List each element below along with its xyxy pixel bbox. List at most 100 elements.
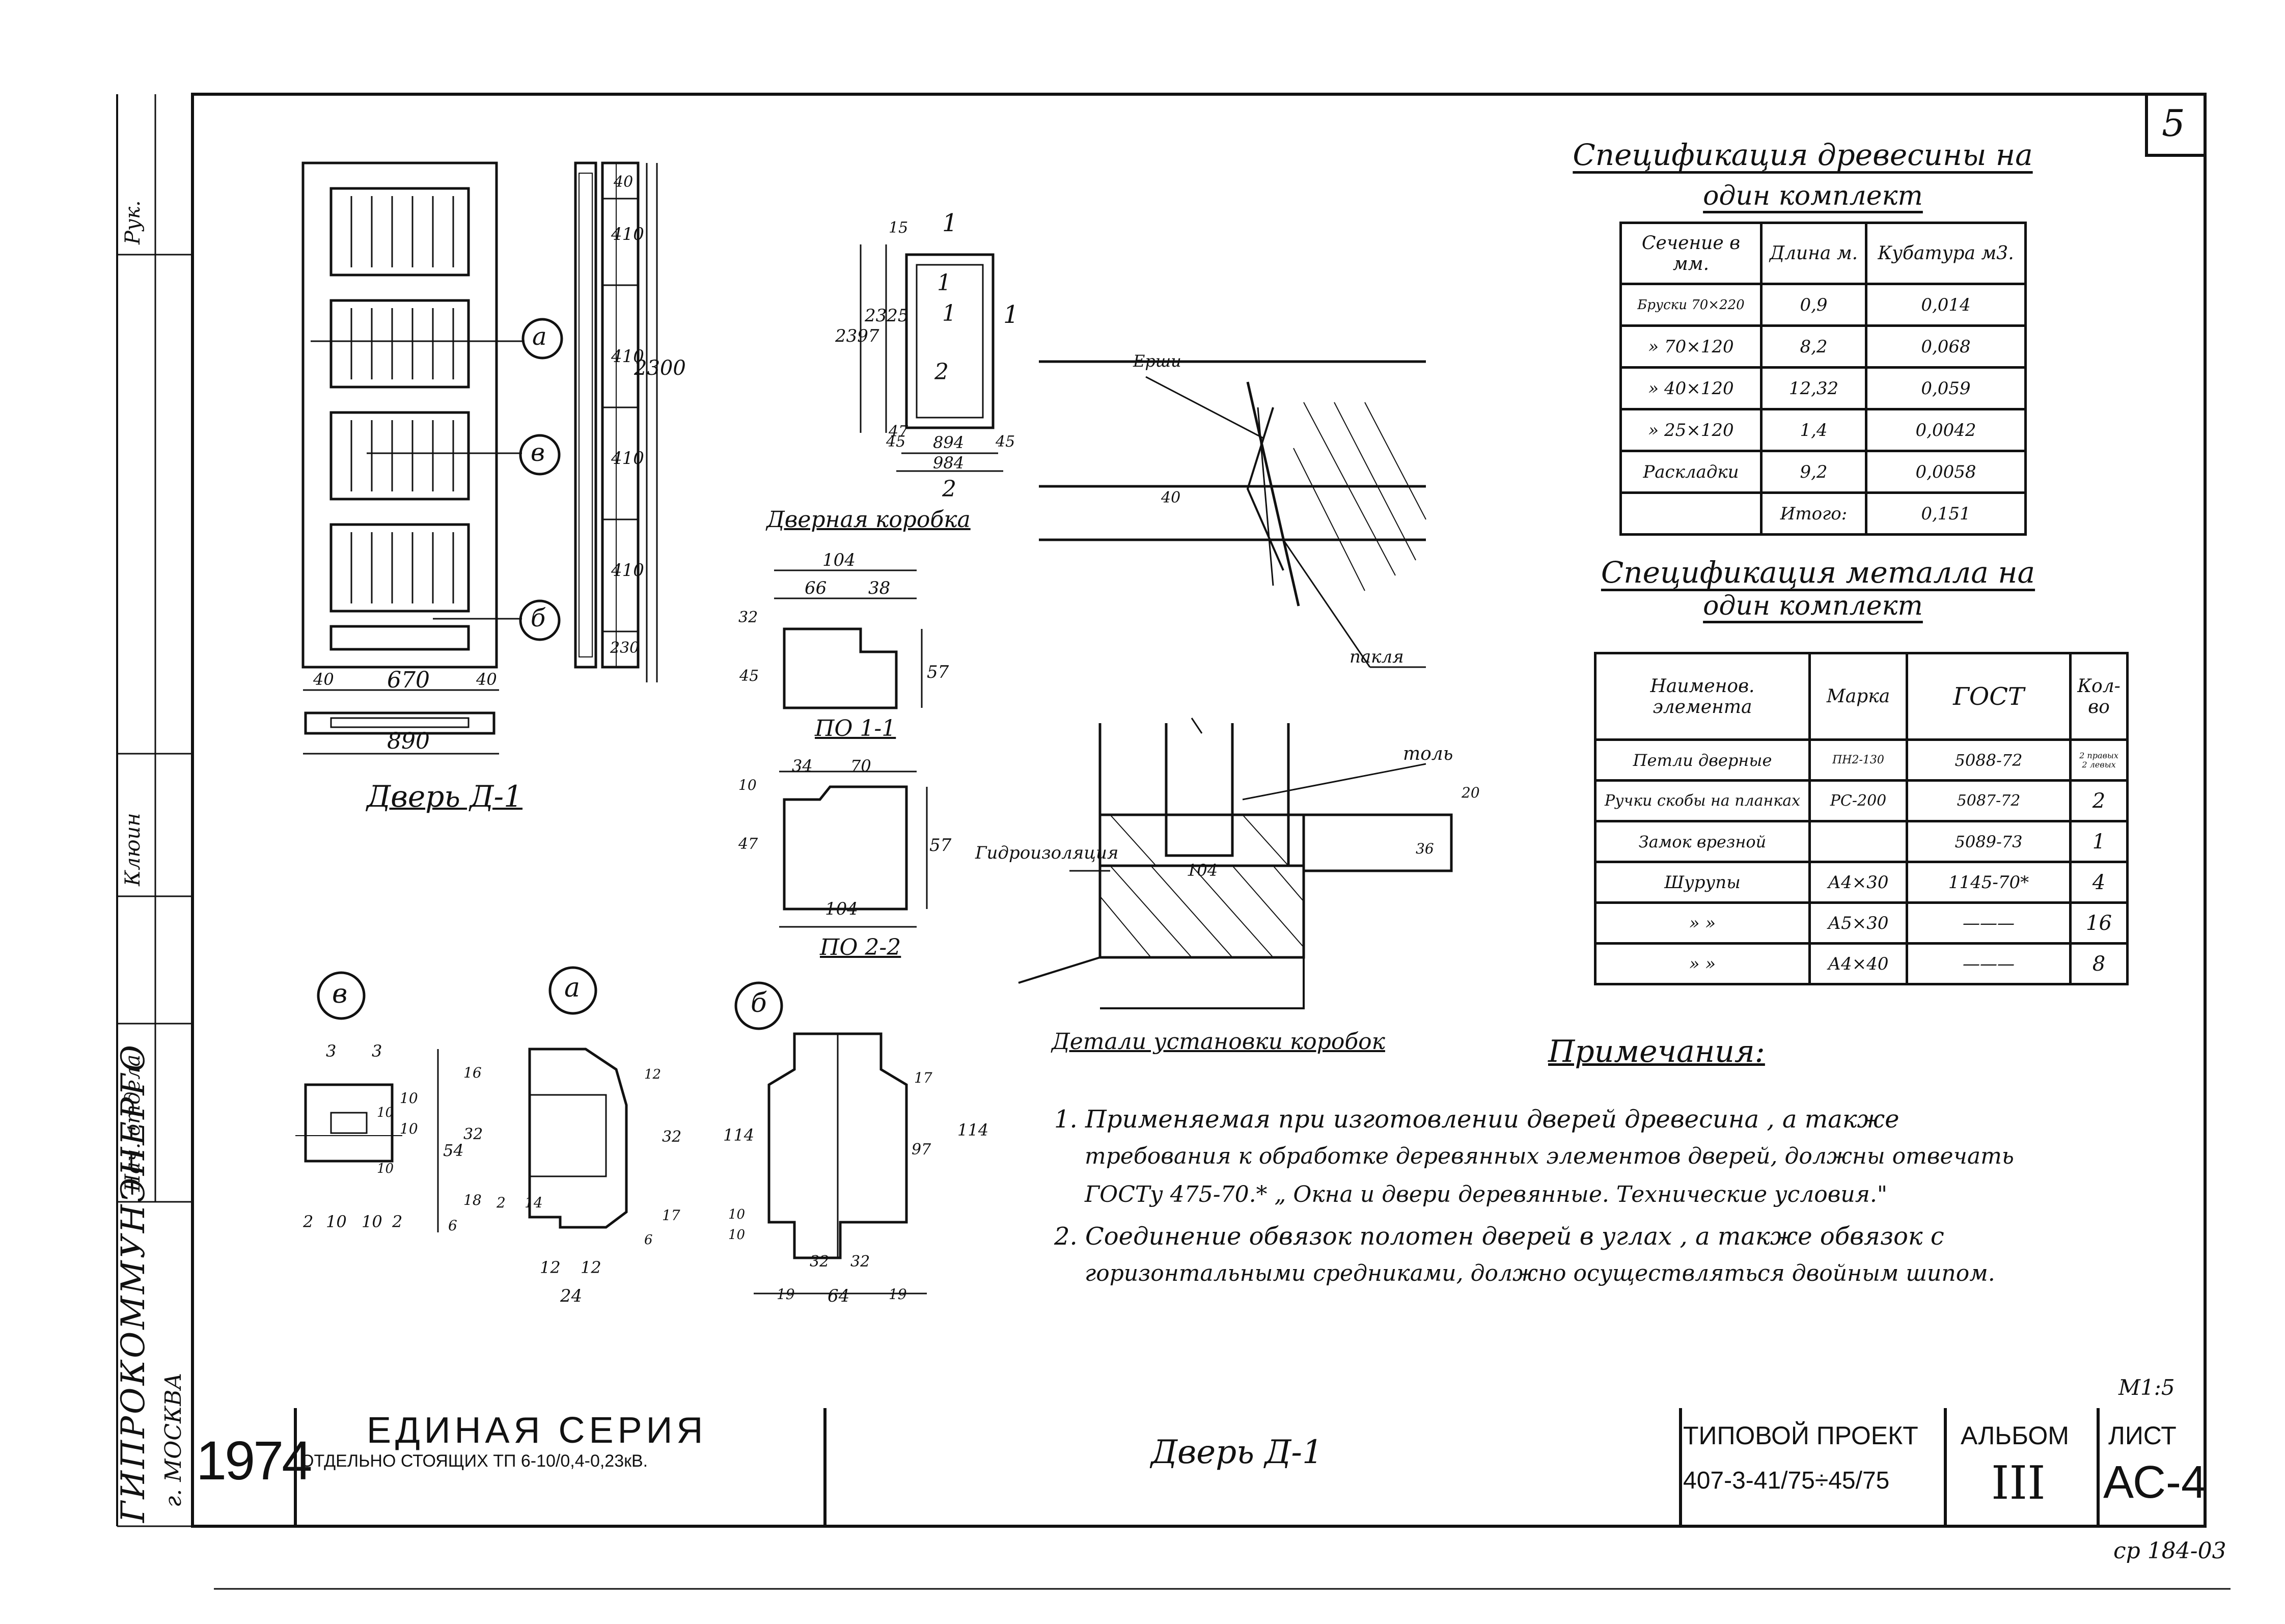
table-row: Итого: 0,151 [1619, 491, 2027, 536]
marker-b: б [531, 604, 546, 632]
detail-v-dim-2b: 2 [392, 1212, 403, 1231]
table-cell [1808, 820, 1908, 863]
table-cell: Ручки скобы на планках [1594, 779, 1811, 822]
table-row: » 70×120 8,2 0,068 [1619, 324, 2027, 369]
detail-a-dim-17: 17 [662, 1207, 680, 1224]
table-cell: » 40×120 [1619, 366, 1763, 410]
section-mark-1b: 1 [937, 270, 951, 296]
prof11-dim-104: 104 [822, 550, 856, 570]
detail-v-dim-10e: 10 [377, 1105, 394, 1120]
table-cell: 5088-72 [1906, 738, 2072, 782]
table-cell: » » [1594, 901, 1811, 945]
spec-metal-header: Марка [1808, 652, 1908, 741]
marker-v: в [531, 438, 545, 467]
detail-v-dim-2a: 2 [303, 1212, 314, 1231]
scale-label: М1:5 [2118, 1375, 2175, 1400]
marker-a: а [532, 322, 547, 351]
table-cell: ПН2-130 [1808, 738, 1908, 782]
door-side-dim-5: 410 [611, 560, 644, 581]
frame-dim-45a: 45 [886, 433, 906, 451]
detail-v-dim-10c: 10 [400, 1090, 418, 1107]
install-dim-20: 20 [1462, 784, 1480, 801]
spec-wood-table: Сечение в мм. Длина м. Кубатура м3. Брус… [1619, 222, 2027, 536]
spec-wood-header: Сечение в мм. [1619, 222, 1763, 285]
spec-wood-header: Кубатура м3. [1865, 222, 2027, 285]
detail-a-dim-6: 6 [448, 1217, 457, 1234]
title-project-number: 407-3-41/75÷45/75 [1683, 1467, 1890, 1494]
roofing-label: толь [1403, 744, 1453, 764]
spec-metal-header: Кол-во [2069, 652, 2129, 741]
detail-b-dim-97: 97 [912, 1141, 931, 1159]
table-cell: ——— [1906, 942, 2072, 985]
table-cell: 5087-72 [1906, 779, 2072, 822]
detail-a-dim-24: 24 [560, 1286, 583, 1306]
detail-b-dim-32b: 32 [850, 1253, 870, 1271]
table-row: » 25×120 1,4 0,0042 [1619, 408, 2027, 452]
title-series: ЕДИНАЯ СЕРИЯ [367, 1410, 707, 1451]
install-dim-36: 36 [1416, 840, 1434, 857]
table-cell: 16 [2069, 901, 2129, 945]
table-row: Замок врезной 5089-73 1 [1594, 820, 2129, 863]
frame-dim-984: 984 [933, 453, 965, 473]
table-cell: Петли дверные [1594, 738, 1811, 782]
table-row: Ручки скобы на планках РС-200 5087-72 2 [1594, 779, 2129, 822]
spec-metal-title-2: один комплект [1703, 591, 1923, 621]
prof22-caption: ПО 2-2 [820, 934, 901, 960]
section-mark-2b: 2 [942, 476, 956, 502]
door-side-dim-6: 230 [610, 639, 640, 657]
notes-line-1: 1. Применяемая при изготовлении дверей д… [1054, 1105, 1899, 1134]
detail-v-marker: в [332, 979, 348, 1009]
table-cell: 0,9 [1760, 283, 1867, 327]
table-cell: Шурупы [1594, 861, 1811, 904]
table-cell: 9,2 [1760, 450, 1867, 494]
side-role-head: Нач. отдела [121, 1054, 145, 1192]
detail-a-dim-54: 54 [443, 1141, 464, 1160]
detail-a-dim-14: 14 [525, 1194, 543, 1211]
table-cell: » 70×120 [1619, 324, 1763, 369]
title-album-label: АЛЬБОМ [1961, 1421, 2069, 1450]
notes-line-2: требования к обработке деревянных элемен… [1085, 1143, 2014, 1169]
frame-caption: Дверная коробка [766, 507, 971, 533]
detail-a-dim-2: 2 [497, 1194, 506, 1211]
frame-dim-47: 47 [889, 423, 909, 441]
title-drawing-name: Дверь Д-1 [1151, 1434, 1323, 1471]
prof22-dim-34: 34 [792, 756, 813, 776]
section-mark-1c: 1 [942, 300, 956, 326]
install-caption: Детали установки коробок [1052, 1029, 1385, 1055]
title-year: 1974 [196, 1429, 312, 1491]
title-sheet-code: АС-4 [2103, 1457, 2207, 1508]
frame-dim-894: 894 [933, 433, 965, 452]
table-cell [1619, 491, 1763, 536]
detail-v-dim-3a: 3 [326, 1041, 337, 1061]
table-cell: 1,4 [1760, 408, 1867, 452]
title-subtitle: ОТДЕЛЬНО СТОЯЩИХ ТП 6-10/0,4-0,23кВ. [300, 1451, 648, 1471]
detail-a-dim-18: 18 [463, 1192, 482, 1208]
table-cell: 0,0058 [1865, 450, 2027, 494]
table-cell: 12,32 [1760, 366, 1867, 410]
detail-a-dim-16: 16 [463, 1064, 482, 1081]
door-side-dim-2: 410 [611, 224, 644, 244]
prof11-dim-32: 32 [738, 609, 758, 626]
table-cell: РС-200 [1808, 779, 1908, 822]
table-cell: 2 [2069, 779, 2129, 822]
table-cell: 0,014 [1865, 283, 2027, 327]
detail-b-dim-114b: 114 [957, 1120, 989, 1140]
spec-metal-title-1: Спецификация металла на [1601, 555, 2035, 590]
table-cell: 0,0042 [1865, 408, 2027, 452]
table-cell: А5×30 [1808, 901, 1908, 945]
ruff-label: Ерши [1133, 351, 1181, 371]
table-row: Шурупы А4×30 1145-70* 4 [1594, 861, 2129, 904]
frame-dim-45b: 45 [996, 433, 1015, 451]
door-dim-mid: 670 [387, 667, 430, 693]
detail-b-dim-10b: 10 [728, 1227, 746, 1243]
prof11-dim-45: 45 [739, 667, 759, 685]
waterproofing-label: Гидроизоляция [975, 843, 1119, 863]
ruff-dim: 40 [1161, 489, 1181, 507]
door-side-dim-3: 410 [611, 346, 644, 367]
table-cell: Бруски 70×220 [1619, 283, 1763, 327]
notes-line-5: горизонтальными средниками, должно осуще… [1085, 1260, 1995, 1286]
side-role-2: Клюин [121, 813, 145, 886]
spec-metal-header: Наименов. элемента [1594, 652, 1811, 741]
side-role-3: Рук. [121, 200, 145, 244]
prof11-caption: ПО 1-1 [815, 715, 896, 741]
